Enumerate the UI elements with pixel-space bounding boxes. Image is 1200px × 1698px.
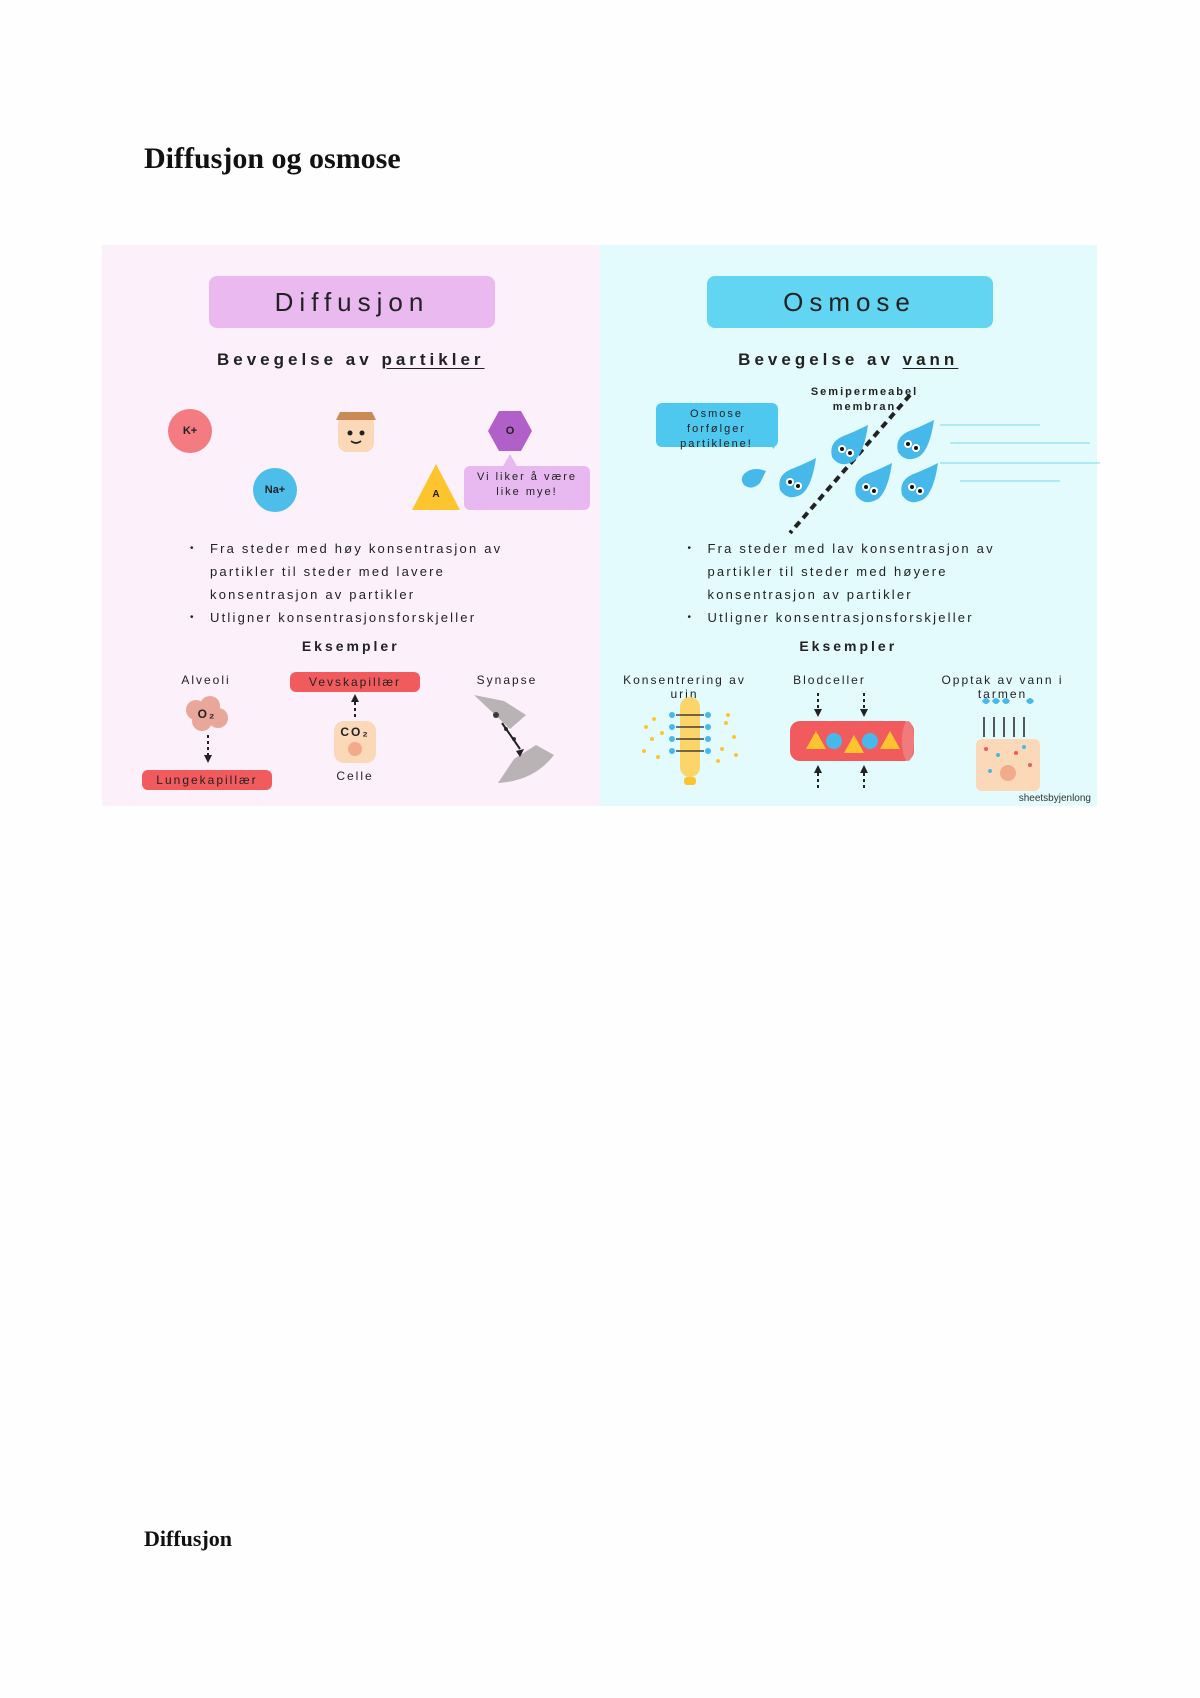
hexagon-particle-label: O bbox=[505, 425, 515, 437]
water-uptake-label: Opptak av vann i tarmen bbox=[941, 673, 1064, 701]
osmosis-bullet: Utligner konsentrasjonsforskjeller bbox=[688, 606, 1028, 629]
diffusion-speech-bubble: Vi liker å være like mye! bbox=[464, 466, 590, 510]
diffusion-banner: Diffusjon bbox=[209, 276, 495, 328]
diffusion-bullet: Utligner konsentrasjonsforskjeller bbox=[190, 606, 530, 629]
water-drop-icon bbox=[896, 420, 934, 460]
blood-arrows-top bbox=[813, 693, 868, 717]
blood-arrows-bottom bbox=[813, 765, 868, 789]
osmosis-subtitle-emphasis: vann bbox=[902, 350, 959, 369]
sodium-label: Na+ bbox=[264, 484, 286, 496]
nephron-icon bbox=[641, 697, 738, 785]
credit-text: sheetsbyjenlong bbox=[1018, 793, 1091, 804]
water-drop-icon bbox=[741, 469, 766, 488]
osmosis-bullet: Fra steder med lav konsentrasjon av part… bbox=[688, 537, 1028, 606]
water-drop-icon bbox=[900, 463, 938, 503]
alveoli-label: Alveoli bbox=[181, 673, 231, 687]
o2-label: O₂ bbox=[197, 707, 217, 721]
potassium-label: K+ bbox=[182, 425, 198, 437]
water-drop-icon bbox=[778, 458, 816, 498]
diffusion-bullet: Fra steder med høy konsentrasjon av part… bbox=[190, 537, 530, 606]
section-heading: Diffusjon bbox=[144, 1526, 233, 1551]
synapse-label: Synapse bbox=[476, 673, 538, 687]
diffusion-bullet-list: Fra steder med høy konsentrasjon av part… bbox=[190, 537, 530, 629]
co2-label: CO₂ bbox=[340, 725, 370, 739]
synapse-icon bbox=[474, 695, 554, 783]
alveoli-icon bbox=[186, 696, 228, 731]
osmosis-subtitle-prefix: Bevegelse av bbox=[738, 350, 903, 369]
hexagon-particle-icon bbox=[488, 411, 532, 451]
intestine-icon bbox=[975, 698, 1040, 791]
bubble-pointer bbox=[759, 435, 776, 449]
osmosis-examples-title: Eksempler bbox=[799, 638, 898, 654]
diffusion-examples-title: Eksempler bbox=[301, 638, 400, 654]
diffusion-osmosis-infographic: Diffusjon Bevegelse av partikler K+ Na+ … bbox=[102, 245, 1100, 806]
osmosis-speech-bubble: Osmose forfølger partiklene! bbox=[655, 403, 778, 450]
cell-label: Celle bbox=[336, 769, 374, 783]
sodium-ion: Na+ bbox=[253, 468, 297, 512]
osmosis-subtitle: Bevegelse av vann bbox=[600, 350, 1098, 370]
semipermeable-membrane-line bbox=[787, 393, 912, 535]
diffusion-subtitle-prefix: Bevegelse av bbox=[216, 350, 382, 369]
triangle-particle-label: A bbox=[432, 488, 440, 500]
diffusion-subtitle-emphasis: partikler bbox=[381, 350, 485, 369]
co2-arrow-up bbox=[351, 694, 359, 718]
water-drop-icon bbox=[854, 463, 892, 503]
osmosis-bullet-list: Fra steder med lav konsentrasjon av part… bbox=[688, 537, 1028, 629]
diffusion-subtitle: Bevegelse av partikler bbox=[102, 350, 600, 370]
bubble-pointer bbox=[502, 454, 518, 468]
diffusion-panel: Diffusjon Bevegelse av partikler K+ Na+ … bbox=[102, 245, 600, 806]
blood-vessel-icon bbox=[789, 721, 914, 761]
membrane-label: Semipermeabel membran bbox=[810, 386, 919, 413]
cute-particle-icon bbox=[336, 412, 376, 452]
cell-icon bbox=[334, 721, 376, 763]
water-drop-icon bbox=[830, 425, 868, 465]
triangle-particle-icon bbox=[412, 464, 460, 510]
potassium-ion: K+ bbox=[168, 409, 212, 453]
lung-capillary-bar: Lungekapillær bbox=[142, 770, 272, 790]
o2-arrow-down bbox=[204, 735, 212, 763]
document-title: Diffusjon og osmose bbox=[144, 142, 401, 175]
osmosis-banner: Osmose bbox=[706, 276, 993, 328]
blood-cells-label: Blodceller bbox=[793, 673, 866, 687]
speed-lines bbox=[939, 424, 1100, 482]
tissue-capillary-bar: Vevskapillær bbox=[290, 672, 420, 692]
osmosis-panel: Osmose Bevegelse av vann Semipermeabel m… bbox=[599, 245, 1100, 806]
